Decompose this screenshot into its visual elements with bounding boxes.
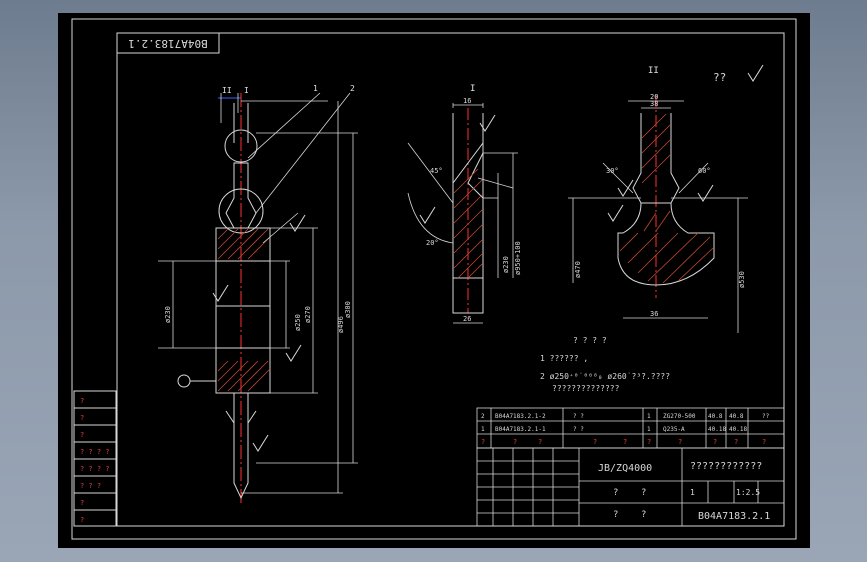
dim-ang3: 30° (606, 167, 619, 175)
callout-1: 1 (313, 84, 318, 93)
dim-ang4: 60° (698, 167, 711, 175)
bom-1-no: 1 (481, 426, 485, 433)
strip-1: ? (80, 414, 84, 422)
label-i: I (244, 86, 249, 95)
dim-ang2: 20° (426, 239, 439, 247)
tb-q2: ? (641, 488, 646, 498)
bom-1-name: ? ? (573, 426, 584, 433)
strip-5: ? ? ? (80, 482, 101, 490)
detail-i: I 16 26 45° 20° ø230 ø950+100 (407, 84, 522, 324)
tb-q1: ? (613, 488, 618, 498)
bom-h-7: ? (713, 438, 717, 446)
strip-0: ? (80, 397, 84, 405)
notes-title: ? ? ? ? (573, 336, 607, 345)
dim-w2: 26 (463, 315, 471, 323)
detail-ii: II 38 20 36 30° 60° ø470 ø530 (568, 64, 764, 333)
strip-7: ? (80, 516, 84, 524)
drawing-canvas: B04A7183.2.1 ? ? ? ? ? ? ? ? ? ? ? ? ? ?… (58, 13, 810, 548)
dim-d-hub: ø300 (344, 301, 352, 318)
notes-line1: 1 ?????? , (540, 354, 588, 363)
label-ii: II (222, 86, 232, 95)
bom-0-qty: 1 (647, 413, 651, 420)
bom-0-no: 2 (481, 413, 485, 420)
bom-0-mat: ZG270-500 (663, 413, 696, 420)
bom-h-8: ? (734, 438, 738, 446)
title-block (476, 447, 785, 527)
strip-4: ? ? ? ? (80, 465, 110, 473)
bom-0-w1: 40.8 (708, 413, 723, 420)
dim-det1a: ø230 (502, 256, 510, 273)
notes-line2: 2 ø250⁺⁰˙⁰⁶⁸₀ ø260˙?³?.???? (540, 372, 670, 381)
detail-i-label: I (470, 84, 475, 94)
dim-d-main: ø230 (164, 306, 172, 323)
dim-ang1: 45° (430, 167, 443, 175)
bom-h-0: ? (481, 438, 485, 446)
strip-6: ? (80, 499, 84, 507)
dim-w3: 38 (650, 100, 658, 108)
tb-sheet: 1:2.5 (736, 488, 760, 497)
dim-w1: 16 (463, 97, 471, 105)
bom-table (476, 407, 785, 449)
bom-1-qty: 1 (647, 426, 651, 433)
bom-1-code: B04A7183.2.1-1 (495, 426, 546, 433)
roughness-label: ?? (713, 71, 726, 84)
bom-h-2: ? (538, 438, 542, 446)
bom-h-3: ? (593, 438, 597, 446)
bom-h-6: ? (678, 438, 682, 446)
bom-h-9: ? (762, 438, 766, 446)
dim-w5: 36 (650, 310, 658, 318)
tb-standard: JB/ZQ4000 (598, 463, 652, 474)
strip-2: ? (80, 431, 84, 439)
dim-det1b: ø950+100 (514, 241, 522, 275)
code-stamp: B04A7183.2.1 (128, 37, 207, 50)
dim-d-rim: ø270 (304, 306, 312, 323)
dim-det2b: ø530 (738, 271, 746, 288)
main-view: II I 1 2 ø230 ø250 ø270 ø300 ø496 (158, 84, 358, 503)
dim-w4: 20 (650, 93, 658, 101)
tb-name: ???????????? (690, 461, 762, 472)
bom-h-1: ? (513, 438, 517, 446)
strip-3: ? ? ? ? (80, 448, 110, 456)
tech-notes: ? ? ? ? 1 ?????? , 2 ø250⁺⁰˙⁰⁶⁸₀ ø260˙?³… (540, 336, 670, 393)
callout-2: 2 (350, 84, 355, 93)
dim-d-bore: ø250 (294, 314, 302, 331)
bom-1-mat: Q235-A (663, 426, 685, 433)
dim-d-outer: ø496 (337, 316, 345, 333)
left-strip (73, 390, 117, 527)
notes-line3: ?????????????? (552, 384, 620, 393)
cad-viewport[interactable]: B04A7183.2.1 ? ? ? ? ? ? ? ? ? ? ? ? ? ?… (58, 13, 810, 548)
bom-0-note: ?? (762, 413, 770, 420)
bom-0-name: ? ? (573, 413, 584, 420)
bom-1-w1: 40.18 (708, 426, 726, 433)
bom-h-4: ? (623, 438, 627, 446)
tb-scale: 1 (690, 488, 695, 497)
bom-1-w2: 40.18 (729, 426, 747, 433)
tb-q4: ? (641, 510, 646, 520)
detail-ii-label: II (648, 66, 659, 76)
code-stamp-box (116, 32, 220, 54)
bom-0-w2: 40.8 (729, 413, 744, 420)
tb-q3: ? (613, 510, 618, 520)
tb-part-code: B04A7183.2.1 (698, 511, 770, 522)
bom-h-5: ? (647, 438, 651, 446)
outer-frame (71, 18, 797, 540)
dim-det2a: ø470 (574, 261, 582, 278)
inner-frame (116, 32, 785, 527)
bom-0-code: B04A7183.2.1-2 (495, 413, 546, 420)
